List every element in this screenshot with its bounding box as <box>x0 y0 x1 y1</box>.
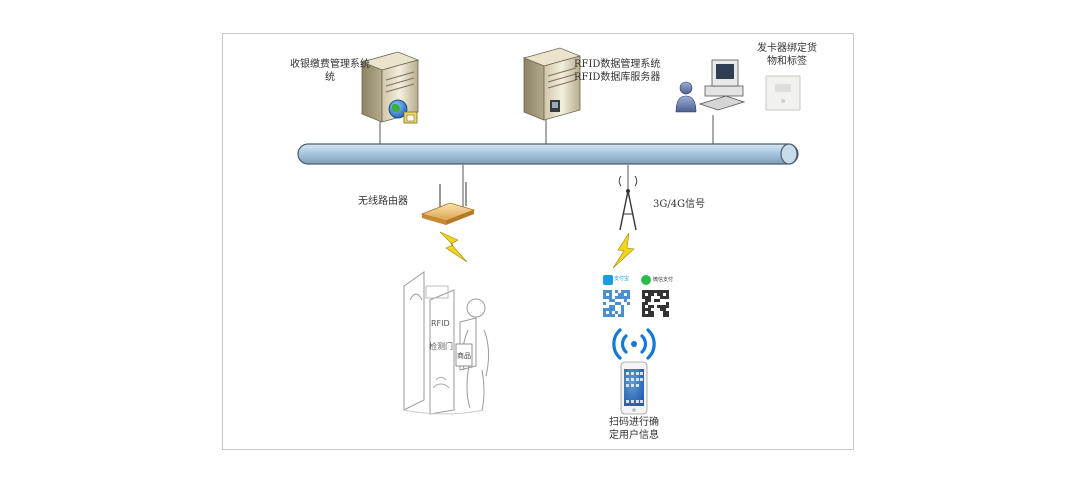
wechat-pay-label: 微信支付 <box>653 277 674 283</box>
wechat-badge <box>641 275 651 285</box>
router-label: 无线路由器 <box>358 196 408 207</box>
server-icon <box>522 47 582 121</box>
network-backbone <box>297 143 799 165</box>
qr-code-icon <box>603 290 630 317</box>
billing-label-line1: 收银缴费管理系统 <box>290 59 370 70</box>
gate-goods-box <box>455 343 473 367</box>
lightning-icon <box>612 232 635 269</box>
gate-goods-label: 商品 <box>457 352 471 360</box>
card-issuer-label: 发卡器绑定货 物和标签 <box>752 42 822 68</box>
lightning-icon <box>439 231 468 263</box>
nfc-signal-icon <box>612 328 656 360</box>
workstation-icon <box>698 59 746 111</box>
scan-label-line2: 定用户信息 <box>609 430 659 441</box>
billing-system-label: 收银缴费管理系统 统 <box>290 58 370 84</box>
rfid-mgmt-label: RFID数据管理系统 <box>574 59 661 70</box>
alipay-badge <box>603 275 613 285</box>
alipay-label: 支付宝 <box>614 276 630 282</box>
billing-label-line2: 统 <box>325 72 335 83</box>
user-icon <box>675 81 697 113</box>
gate-rfid-label: RFID <box>431 319 450 328</box>
server-icon <box>360 51 420 123</box>
issuer-label-line1: 发卡器绑定货 <box>757 43 817 54</box>
rfid-server-label: RFID数据管理系统 RFID数据库服务器 <box>574 58 660 84</box>
card-issuer-icon <box>765 75 801 111</box>
connection-lines <box>379 115 714 210</box>
antenna-icon <box>618 175 638 231</box>
scan-label-line1: 扫码进行确 <box>609 417 659 428</box>
globe-icon <box>388 99 418 124</box>
issuer-label-line2: 物和标签 <box>767 56 807 67</box>
gate-door-label: 检测门 <box>429 342 453 351</box>
router-icon <box>420 182 476 225</box>
signal-label: 3G/4G信号 <box>653 199 706 210</box>
smartphone-icon <box>620 361 648 415</box>
scan-confirm-label: 扫码进行确 定用户信息 <box>604 416 664 442</box>
rfid-db-label: RFID数据库服务器 <box>574 72 661 83</box>
qr-code-icon <box>642 290 669 317</box>
